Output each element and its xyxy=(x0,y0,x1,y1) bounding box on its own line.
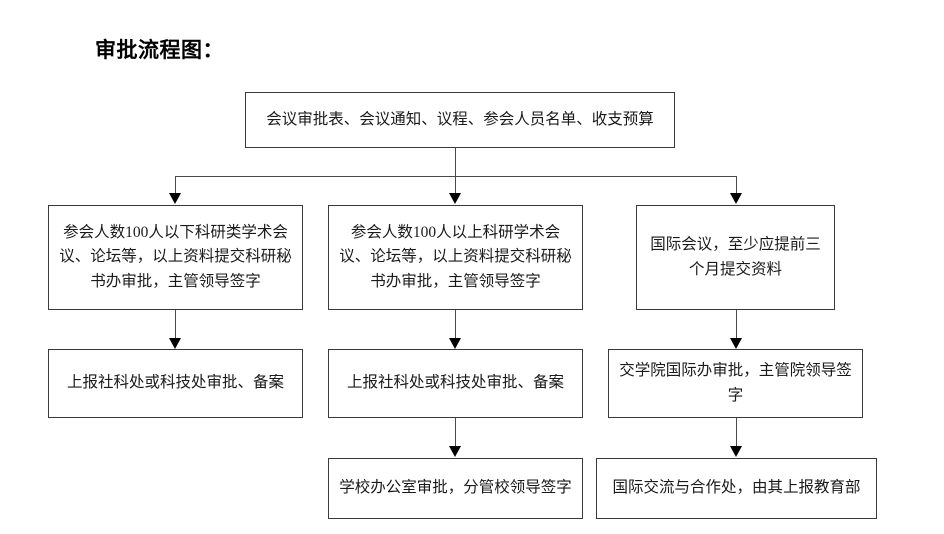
connector-root-stem xyxy=(455,148,456,176)
arrowhead-col1-step1-to-step2 xyxy=(169,338,181,349)
arrowhead-col3-step2-to-step3 xyxy=(730,446,742,457)
arrowhead-root-to-col2 xyxy=(449,193,461,204)
flow-node-domestic-large-step3-label: 学校办公室审批，分管校领导签字 xyxy=(339,479,572,497)
flow-node-domestic-small-step2[interactable]: 上报社科处或科技处审批、备案 xyxy=(48,349,303,418)
page-title: 审批流程图： xyxy=(95,39,224,62)
flow-node-international-step1-label: 国际会议，至少应提前三个月提交资料 xyxy=(650,236,821,278)
arrowhead-col3-step1-to-step2 xyxy=(730,338,742,349)
flow-node-international-step1[interactable]: 国际会议，至少应提前三个月提交资料 xyxy=(636,205,835,310)
flow-node-domestic-small-step1[interactable]: 参会人数100人以下科研类学术会议、论坛等，以上资料提交科研秘书办审批，主管领导… xyxy=(48,205,303,310)
connector-col3-step2-to-step3 xyxy=(736,418,737,450)
flow-node-domestic-large-step2-label: 上报社科处或科技处审批、备案 xyxy=(346,374,564,392)
flow-node-domestic-large-step3[interactable]: 学校办公室审批，分管校领导签字 xyxy=(328,458,583,519)
arrowhead-col2-step2-to-step3 xyxy=(449,446,461,457)
connector-col3-step1-to-step2 xyxy=(736,310,737,342)
flow-node-international-step2-label: 交学院国际办审批，主管院领导签字 xyxy=(619,362,852,404)
arrowhead-root-to-col3 xyxy=(730,193,742,204)
flow-node-domestic-large-step1-label: 参会人数100人以上科研学术会议、论坛等，以上资料提交科研秘书办审批，主管领导签… xyxy=(339,224,572,290)
connector-col1-step1-to-step2 xyxy=(175,310,176,342)
flow-node-domestic-small-step1-label: 参会人数100人以下科研类学术会议、论坛等，以上资料提交科研秘书办审批，主管领导… xyxy=(59,224,292,290)
flow-node-materials-label: 会议审批表、会议通知、议程、参会人员名单、收支预算 xyxy=(266,110,654,128)
flow-node-domestic-large-step2[interactable]: 上报社科处或科技处审批、备案 xyxy=(328,349,583,418)
arrowhead-root-to-col1 xyxy=(169,193,181,204)
connector-root-to-col3 xyxy=(736,176,737,195)
connector-col2-step1-to-step2 xyxy=(455,310,456,342)
flow-node-international-step3-label: 国际交流与合作处，由其上报教育部 xyxy=(612,479,861,497)
flow-node-domestic-small-step2-label: 上报社科处或科技处审批、备案 xyxy=(66,374,284,392)
flow-node-materials[interactable]: 会议审批表、会议通知、议程、参会人员名单、收支预算 xyxy=(245,92,675,148)
connector-col2-step2-to-step3 xyxy=(455,418,456,450)
flow-node-international-step2[interactable]: 交学院国际办审批，主管院领导签字 xyxy=(608,349,863,418)
connector-root-to-col1 xyxy=(175,176,176,195)
flow-node-domestic-large-step1[interactable]: 参会人数100人以上科研学术会议、论坛等，以上资料提交科研秘书办审批，主管领导签… xyxy=(328,205,583,310)
arrowhead-col2-step1-to-step2 xyxy=(449,338,461,349)
flow-node-international-step3[interactable]: 国际交流与合作处，由其上报教育部 xyxy=(596,458,877,519)
connector-root-to-col2 xyxy=(455,176,456,195)
